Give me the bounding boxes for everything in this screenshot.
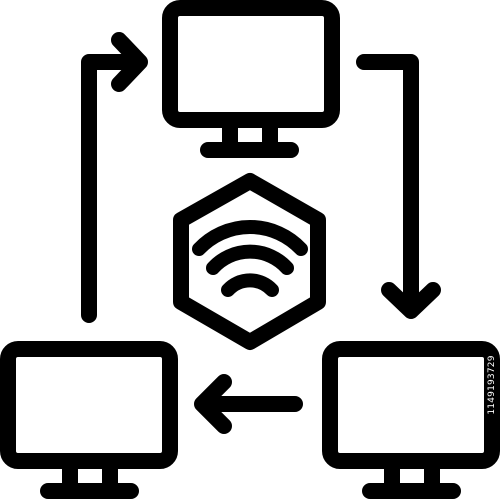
monitor-top-icon [162,0,340,158]
arrow-to-bottom-right-icon [356,54,441,319]
stock-id-watermark: 1149193729 [487,355,497,415]
hexagon-hub-icon [173,173,326,350]
wifi-icon [192,220,308,297]
arrow-to-bottom-left-icon [194,374,303,434]
monitor-bottom-right-icon [322,341,500,499]
monitor-bottom-left-icon [0,341,178,499]
arrow-to-top-icon [81,32,148,323]
